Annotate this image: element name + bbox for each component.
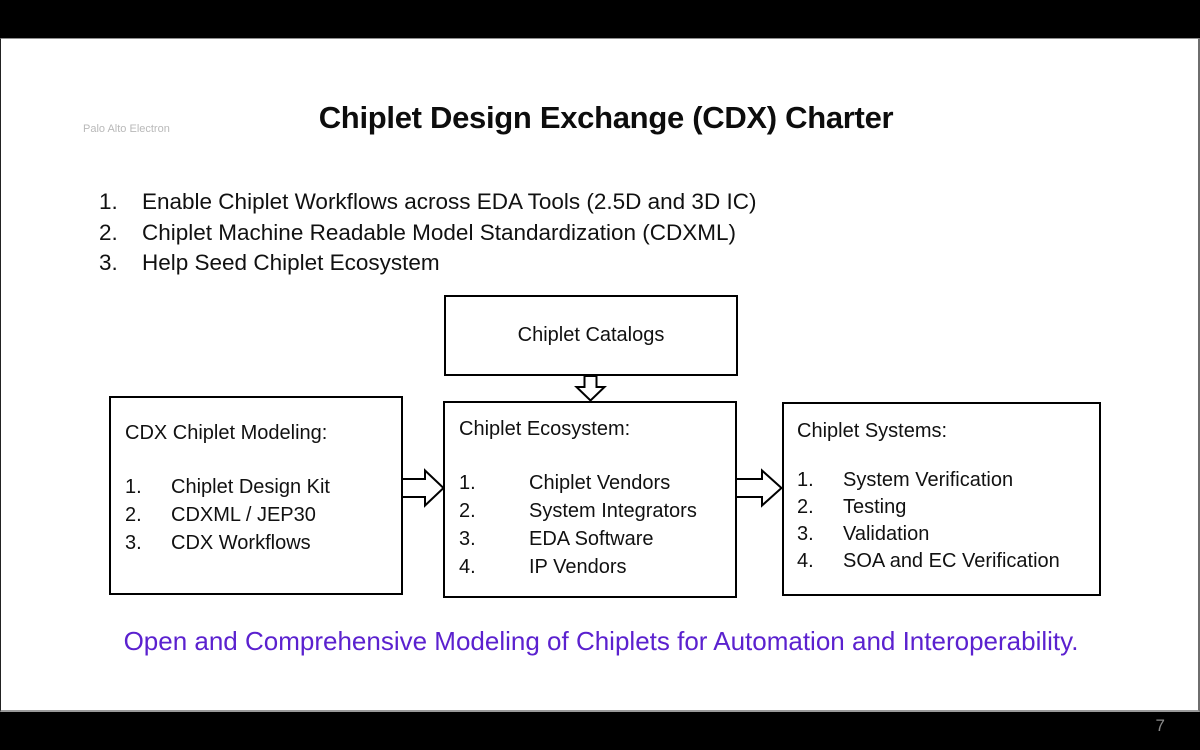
item-text: Chiplet Design Kit [171, 476, 330, 498]
item-number: 3. [99, 250, 118, 275]
item-text: Chiplet Machine Readable Model Standardi… [142, 219, 737, 245]
item-text: System Verification [843, 469, 1014, 491]
item-number: 1. [125, 476, 142, 498]
item-text: Chiplet Vendors [529, 472, 671, 494]
item-number: 1. [797, 469, 814, 491]
slide-canvas: Palo Alto Electron Chiplet Design Exchan… [0, 38, 1200, 735]
item-text: Validation [843, 523, 930, 545]
item-text: Enable Chiplet Workflows across EDA Tool… [142, 189, 757, 214]
tagline-text: Open and Comprehensive Modeling of Chipl… [123, 626, 1079, 656]
systems-list: 1. System Verification 2. Testing 3. Valida… [797, 467, 1093, 575]
chiplet-ecosystem-box: Chiplet Ecosystem: 1. Chiplet Vendors 2. S… [443, 401, 737, 598]
page-number: 7 [1155, 716, 1165, 735]
item-number: 4. [459, 556, 476, 578]
page-title: Chiplet Design Exchange (CDX) Charter [318, 100, 894, 135]
item-text: SOA and EC Verification [843, 550, 1060, 572]
box-title: CDX Chiplet Modeling: [125, 422, 328, 444]
item-text: Testing [843, 496, 907, 518]
charter-list: 1. Enable Chiplet Workflows across EDA To… [99, 187, 756, 279]
list-item: 2. System Integrators [459, 497, 727, 525]
list-item: 3. Help Seed Chiplet Ecosystem [99, 248, 756, 279]
watermark-text: Palo Alto Electron [83, 123, 170, 135]
cdx-chiplet-modeling-box: CDX Chiplet Modeling: 1. Chiplet Design K… [109, 396, 403, 595]
item-number: 2. [797, 496, 814, 518]
list-item: 2. Chiplet Machine Readable Model Standar… [99, 218, 756, 249]
item-number: 3. [797, 523, 814, 545]
list-item: 2. Testing [797, 494, 1093, 521]
item-number: 3. [459, 528, 476, 550]
item-number: 1. [459, 472, 476, 494]
list-item: 1. System Verification [797, 467, 1093, 494]
right-arrow-icon [735, 468, 783, 508]
list-item: 1. Chiplet Vendors [459, 469, 727, 497]
list-item: 4. SOA and EC Verification [797, 548, 1093, 575]
right-arrow-icon [401, 468, 445, 508]
chiplet-catalogs-box: Chiplet Catalogs [444, 295, 738, 376]
item-text: System Integrators [529, 500, 697, 522]
item-number: 2. [459, 500, 476, 522]
box-title: Chiplet Systems: [797, 420, 948, 442]
item-text: Help Seed Chiplet Ecosystem [142, 250, 440, 275]
item-text: IP Vendors [529, 556, 627, 578]
item-number: 3. [125, 532, 142, 554]
item-text: EDA Software [529, 528, 654, 550]
item-number: 2. [99, 219, 118, 245]
item-number: 1. [99, 189, 118, 214]
list-item: 3. Validation [797, 521, 1093, 548]
ecosystem-list: 1. Chiplet Vendors 2. System Integrators 3… [459, 469, 727, 581]
modeling-list: 1. Chiplet Design Kit 2. CDXML / JEP30 3. C… [125, 473, 393, 557]
list-item: 4. IP Vendors [459, 553, 727, 581]
item-text: CDXML / JEP30 [171, 504, 316, 526]
list-item: 1. Enable Chiplet Workflows across EDA To… [99, 187, 756, 218]
list-item: 3. CDX Workflows [125, 529, 393, 557]
catalog-box-label: Chiplet Catalogs [517, 324, 665, 346]
down-arrow-icon [574, 375, 607, 402]
chiplet-systems-box: Chiplet Systems: 1. System Verification 2… [782, 402, 1101, 596]
item-number: 4. [797, 550, 814, 572]
list-item: 2. CDXML / JEP30 [125, 501, 393, 529]
item-text: CDX Workflows [171, 532, 311, 554]
item-number: 2. [125, 504, 142, 526]
list-item: 3. EDA Software [459, 525, 727, 553]
list-item: 1. Chiplet Design Kit [125, 473, 393, 501]
box-title: Chiplet Ecosystem: [459, 418, 631, 440]
